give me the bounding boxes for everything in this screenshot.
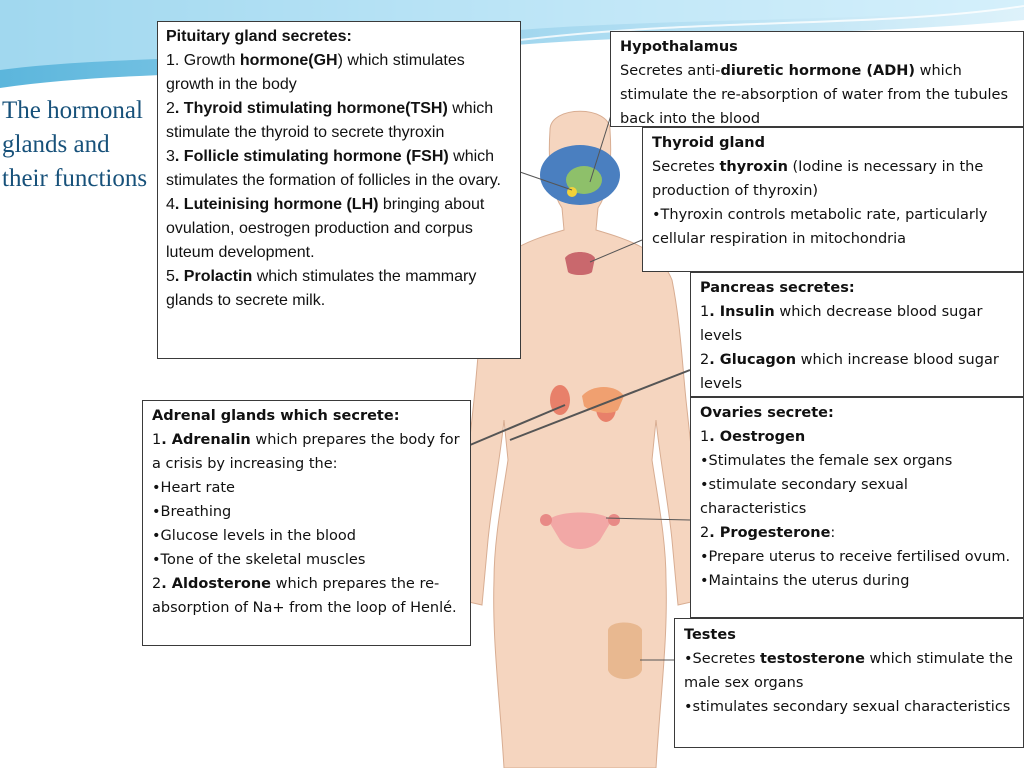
thyroid-heading: Thyroid gland (652, 135, 766, 151)
adrenal-bullet-2: •Breathing (152, 504, 232, 520)
ovaries-bullet-4: •Maintains the uterus during (700, 573, 910, 589)
thyroid-organ (565, 252, 595, 275)
pituitary-heading: Pituitary gland secretes: (166, 28, 352, 45)
adrenal-bullet-4: •Tone of the skeletal muscles (152, 552, 366, 568)
ovaries-bullet-2: •stimulate secondary sexual characterist… (700, 477, 908, 517)
hypothalamus-heading: Hypothalamus (620, 39, 738, 55)
thyroid-box: Thyroid gland Secretes thyroxin (Iodine … (642, 127, 1024, 272)
testes-box: Testes •Secretes testosterone which stim… (674, 618, 1024, 748)
testes-text: •Secretes testosterone which stimulate t… (684, 651, 1013, 691)
ovaries-item-1: 1. Oestrogen (700, 429, 806, 445)
adrenal-left (550, 385, 570, 415)
adrenal-heading: Adrenal glands which secrete: (152, 408, 400, 424)
ovaries-bullet-3: •Prepare uterus to receive fertilised ov… (700, 549, 1011, 565)
ovary-left (540, 514, 552, 526)
ovaries-bullet-1: •Stimulates the female sex organs (700, 453, 953, 469)
thyroid-bullet: •Thyroxin controls metabolic rate, parti… (652, 207, 988, 247)
page-title: The hormonal glands and their functions (2, 97, 148, 192)
ovaries-item-2: 2. Progesterone: (700, 525, 836, 541)
pancreas-item-2: 2. Glucagon which increase blood sugar l… (700, 352, 999, 392)
pituitary-item-1: 1. Growth hormone(GH) which stimulates g… (166, 52, 465, 93)
pituitary-item-4: 4. Luteinising hormone (LH) bringing abo… (166, 196, 485, 261)
pancreas-heading: Pancreas secretes: (700, 280, 855, 296)
adrenal-item-2: 2. Aldosterone which prepares the re-abs… (152, 576, 457, 616)
hypothalamus-text: Secretes anti-diuretic hormone (ADH) whi… (620, 63, 1009, 127)
testes-heading: Testes (684, 627, 736, 643)
adrenal-bullet-1: •Heart rate (152, 480, 235, 496)
testes-organ (608, 622, 642, 679)
adrenal-bullet-3: •Glucose levels in the blood (152, 528, 356, 544)
ovary-right (608, 514, 620, 526)
adrenal-box: Adrenal glands which secrete: 1. Adrenal… (142, 400, 471, 646)
pancreas-box: Pancreas secretes: 1. Insulin which decr… (690, 272, 1024, 397)
adrenal-item-1: 1. Adrenalin which prepares the body for… (152, 432, 460, 472)
pituitary-box: Pituitary gland secretes: 1. Growth horm… (157, 21, 521, 359)
pancreas-item-1: 1. Insulin which decrease blood sugar le… (700, 304, 983, 344)
ovaries-heading: Ovaries secrete: (700, 405, 834, 421)
testes-bullet: •stimulates secondary sexual characteris… (684, 699, 1011, 715)
pituitary-item-5: 5. Prolactin which stimulates the mammar… (166, 268, 477, 309)
ovaries-box: Ovaries secrete: 1. Oestrogen •Stimulate… (690, 397, 1024, 618)
pituitary-item-3: 3. Follicle stimulating hormone (FSH) wh… (166, 148, 501, 189)
thyroid-text: Secretes thyroxin (Iodine is necessary i… (652, 159, 984, 199)
hypothalamus-box: Hypothalamus Secretes anti-diuretic horm… (610, 31, 1024, 127)
pituitary-item-2: 2. Thyroid stimulating hormone(TSH) whic… (166, 100, 494, 141)
uterus-organ (548, 512, 612, 549)
pituitary-marker (567, 187, 577, 197)
